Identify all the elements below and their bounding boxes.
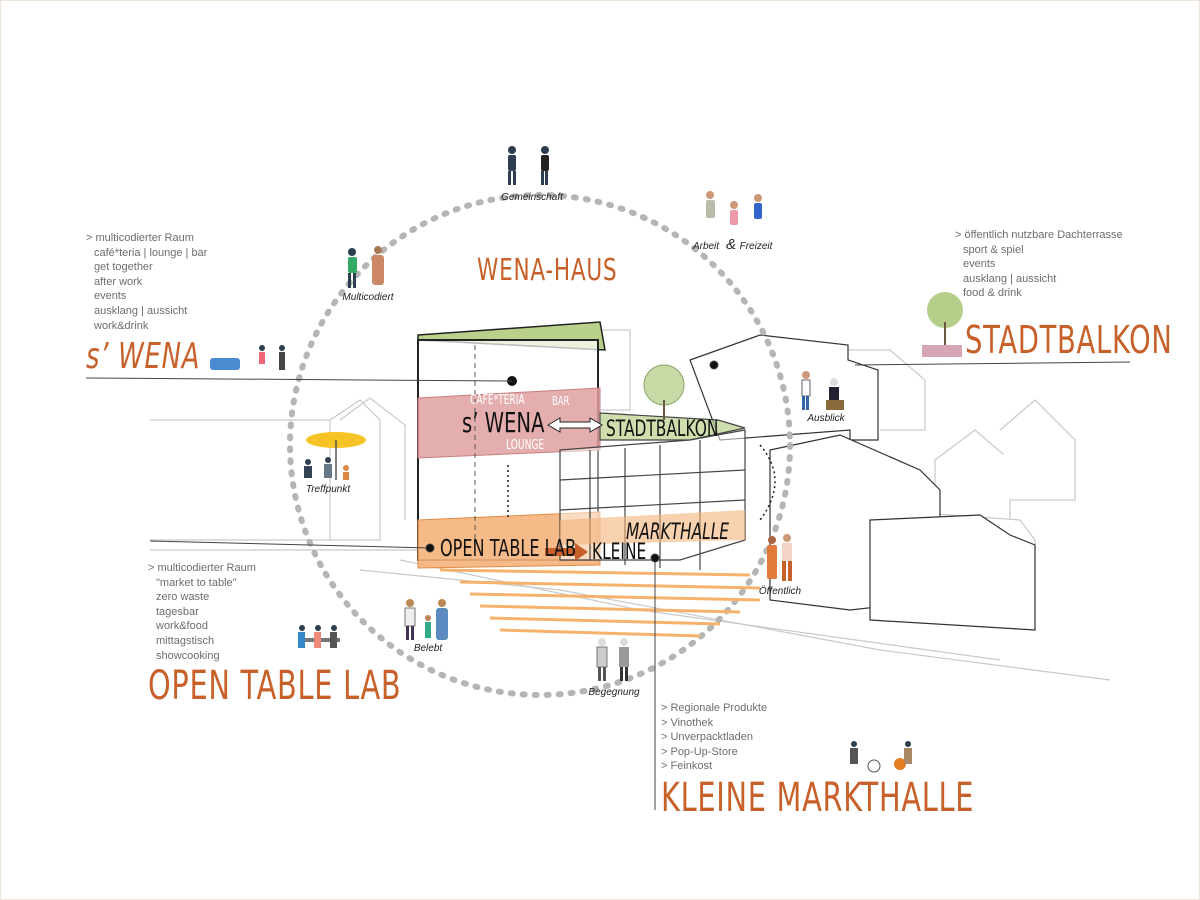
stadtbalkon-list: > öffentlich nutzbare Dachterrasse sport… xyxy=(955,228,1123,301)
caption-gemeinschaft: Gemeinschaft xyxy=(501,192,563,203)
wena-item: after work xyxy=(86,275,207,290)
caption-begegnung: Begegnung xyxy=(588,687,639,698)
caption-freizeit: Freizeit xyxy=(740,241,773,252)
label-bar: BAR xyxy=(552,394,569,408)
people-icon-arbeit xyxy=(706,191,762,225)
stadtbalkon-item: ausklang | aussicht xyxy=(955,272,1123,287)
people-icon-treffpunkt xyxy=(304,432,366,480)
wena-item: get together xyxy=(86,260,207,275)
caption-ausblick: Ausblick xyxy=(807,413,844,424)
people-icon-wena xyxy=(210,345,285,370)
wena-item: events xyxy=(86,289,207,304)
label-kleine: KLEINE xyxy=(592,540,646,565)
caption-treffpunkt: Treffpunkt xyxy=(306,484,350,495)
markthalle-item: > Pop-Up-Store xyxy=(661,745,767,760)
stadtbalkon-item: events xyxy=(955,257,1123,272)
markthalle-title: KLEINE MARKTHALLE xyxy=(661,775,974,821)
open-table-lab-item: > multicodierter Raum xyxy=(148,561,256,576)
wena-item: ausklang | aussicht xyxy=(86,304,207,319)
open-table-lab-item: "market to table" xyxy=(148,576,256,591)
stadtbalkon-title: STADTBALKON xyxy=(965,318,1173,362)
caption-multicodiert: Multicodiert xyxy=(342,292,393,303)
markthalle-item: > Feinkost xyxy=(661,759,767,774)
label-lounge: LOUNGE xyxy=(506,438,544,453)
tree-icon xyxy=(644,365,684,420)
open-table-lab-item: mittagstisch xyxy=(148,634,256,649)
wena-title: s’ WENA xyxy=(86,336,200,377)
open-table-lab-title: OPEN TABLE LAB xyxy=(148,663,401,709)
stadtbalkon-item: > öffentlich nutzbare Dachterrasse xyxy=(955,228,1123,243)
people-icon-markthalle xyxy=(850,741,912,772)
caption-arbeit: Arbeit xyxy=(693,241,719,252)
open-table-lab-list: > multicodierter Raum "market to table" … xyxy=(148,561,256,663)
people-icon-begegnung xyxy=(597,638,629,681)
label-s-wena: s’ WENA xyxy=(462,406,545,439)
people-icon-open-table-lab xyxy=(298,625,340,648)
stadtbalkon-item: sport & spiel xyxy=(955,243,1123,258)
center-title: WENA-HAUS xyxy=(477,253,617,288)
wena-list: > multicodierter Raum café*teria | loung… xyxy=(86,231,207,333)
open-table-lab-item: zero waste xyxy=(148,590,256,605)
caption-belebt: Belebt xyxy=(414,643,442,654)
caption-oeffentlich: Öffentlich xyxy=(759,586,801,597)
label-stadtbalkon-building: STADTBALKON xyxy=(606,417,718,442)
people-icon-stadtbalkon xyxy=(922,292,963,357)
markthalle-list: > Regionale Produkte > Vinothek > Unverp… xyxy=(661,701,767,774)
markthalle-item: > Vinothek xyxy=(661,716,767,731)
wena-item: > multicodierter Raum xyxy=(86,231,207,246)
wena-item: café*teria | lounge | bar xyxy=(86,246,207,261)
label-open-table-lab-building: OPEN TABLE LAB xyxy=(440,536,576,562)
markthalle-item: > Regionale Produkte xyxy=(661,701,767,716)
markthalle-item: > Unverpacktladen xyxy=(661,730,767,745)
open-table-lab-item: work&food xyxy=(148,619,256,634)
open-table-lab-item: tagesbar xyxy=(148,605,256,620)
people-icon-gemeinschaft xyxy=(508,146,549,185)
wena-item: work&drink xyxy=(86,319,207,334)
open-table-lab-item: showcooking xyxy=(148,649,256,664)
people-icon-belebt xyxy=(405,599,448,640)
caption-amp: & xyxy=(726,236,736,253)
stadtbalkon-item: food & drink xyxy=(955,286,1123,301)
